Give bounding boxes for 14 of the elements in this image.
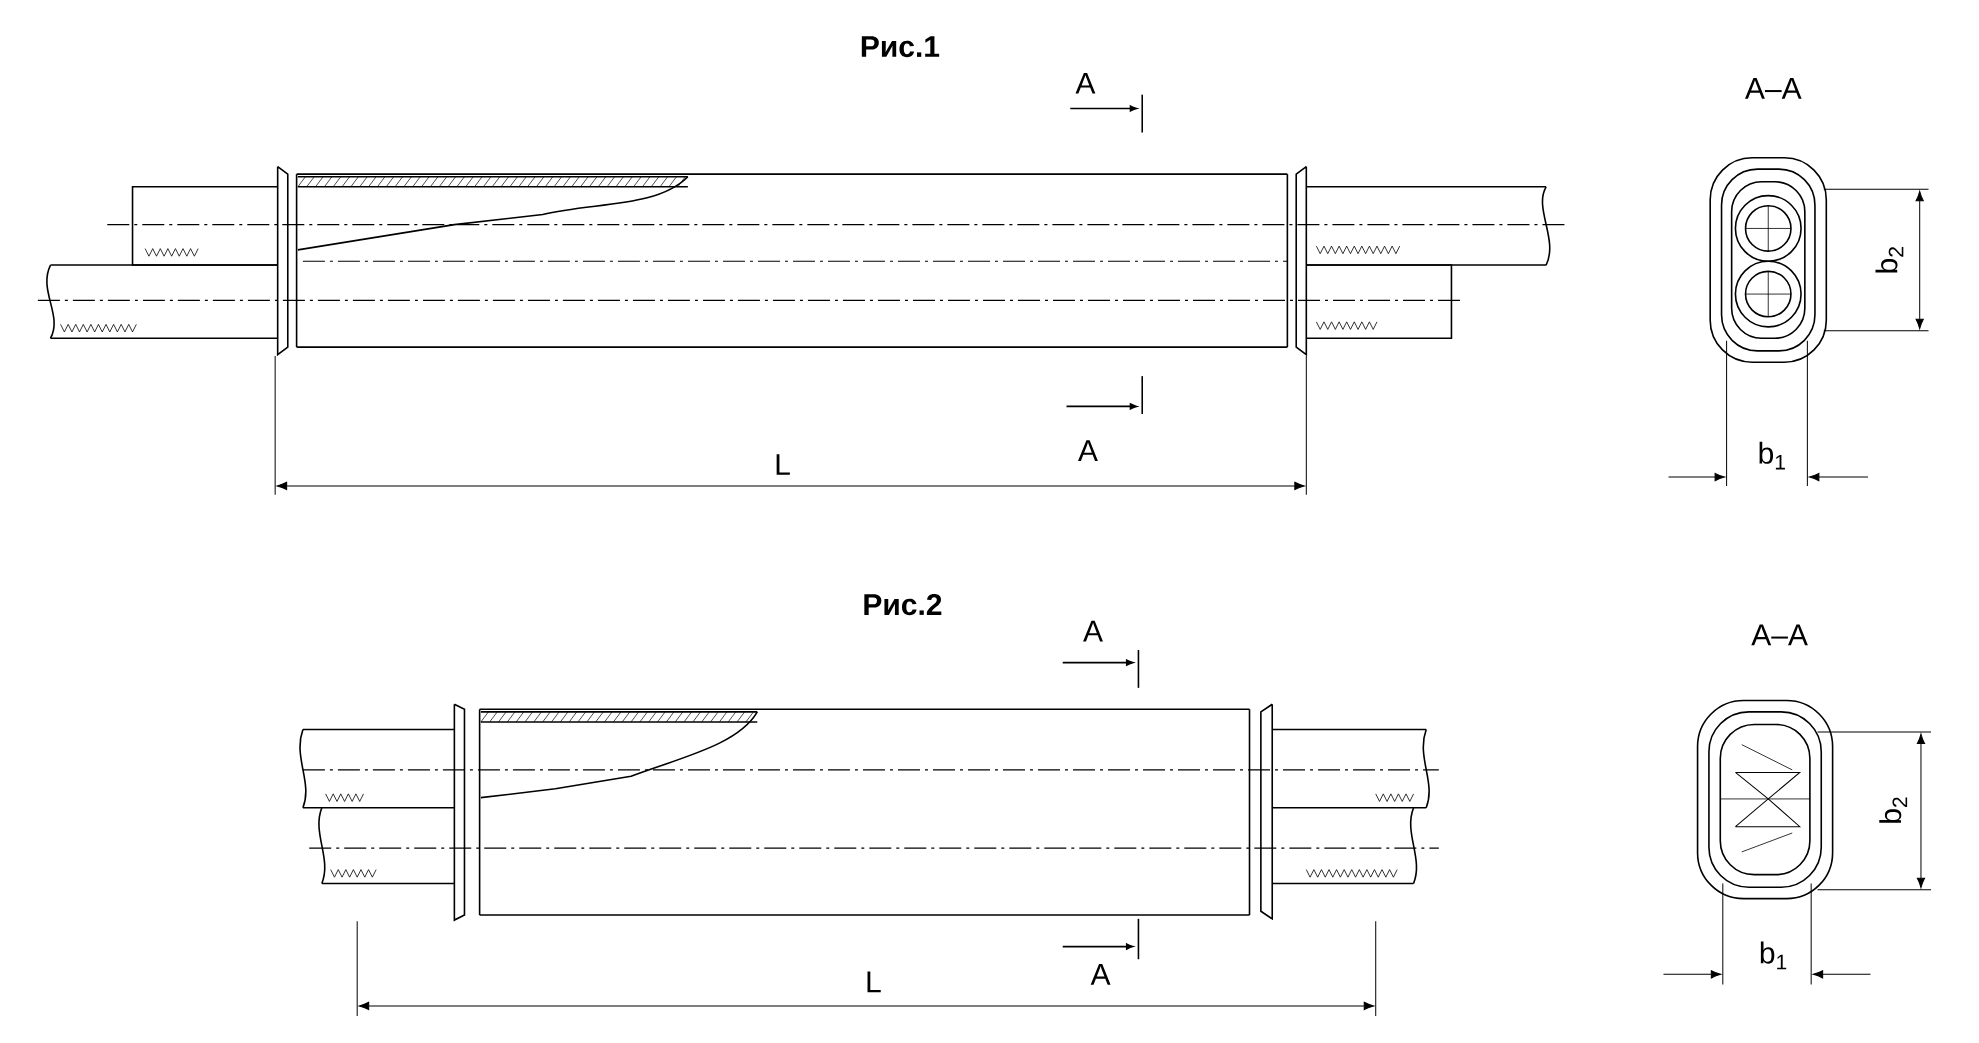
figure-title: Рис.1 <box>861 36 940 58</box>
dimension-label: b$_{1}$ <box>1759 442 1785 470</box>
section-label: A <box>1090 964 1111 985</box>
dimension-label: b$_{2}$ <box>1879 797 1908 824</box>
section-label: A–A <box>1745 78 1802 99</box>
dimension-label: L <box>867 971 881 993</box>
figure-title: Рис.2 <box>864 594 942 616</box>
dimension-label: b$_{2}$ <box>1875 247 1904 273</box>
dimension-label: b$_{1}$ <box>1760 941 1787 970</box>
dimension-label: L <box>776 454 790 476</box>
section-label: A <box>1078 440 1098 462</box>
section-label: A–A <box>1751 624 1808 646</box>
section-label: A <box>1083 621 1103 642</box>
section-label: A <box>1075 73 1096 94</box>
